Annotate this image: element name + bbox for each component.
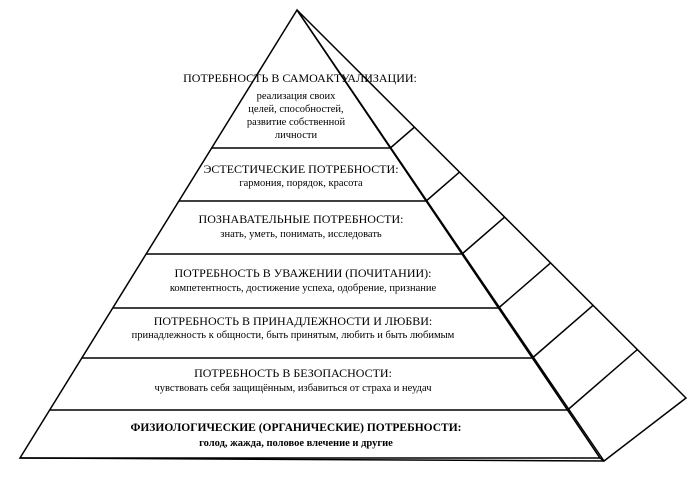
- side-tier-divider: [389, 126, 415, 149]
- pyramid-base-line: [19, 457, 605, 462]
- side-tier-divider: [498, 262, 552, 309]
- level-description: личности: [275, 130, 318, 141]
- level-description: целей, способностей,: [248, 104, 343, 115]
- level-description: реализация своих: [257, 91, 337, 102]
- level-title: ФИЗИОЛОГИЧЕСКИЕ (ОРГАНИЧЕСКИЕ) ПОТРЕБНОС…: [130, 422, 461, 434]
- side-tier-divider: [425, 171, 461, 202]
- level-description: развитие собственной: [247, 117, 346, 128]
- pyramid-level-3: ПОЗНАВАТЕЛЬНЫЕ ПОТРЕБНОСТИ: знать, уметь,…: [199, 212, 404, 240]
- level-title: ПОТРЕБНОСТЬ В САМОАКТУАЛИЗАЦИИ:: [183, 71, 417, 85]
- level-description: компетентность, достижение успеха, одобр…: [170, 283, 437, 294]
- pyramid-level-2: ЭСТЕСТИЧЕСКИЕ ПОТРЕБНОСТИ: гармония, поря…: [203, 162, 398, 189]
- level-description: голод, жажда, половое влечение и другие: [199, 438, 393, 449]
- side-tier-divider: [531, 304, 594, 359]
- side-tier-divider: [461, 216, 506, 255]
- side-tier-divider: [567, 348, 638, 411]
- level-title: ПОЗНАВАТЕЛЬНЫЕ ПОТРЕБНОСТИ:: [199, 212, 404, 226]
- level-title: ПОТРЕБНОСТЬ В УВАЖЕНИИ (ПОЧИТАНИИ):: [175, 266, 432, 280]
- level-title: ПОТРЕБНОСТЬ В БЕЗОПАСНОСТИ:: [194, 366, 392, 380]
- level-description: принадлежность к общности, быть принятым…: [132, 330, 455, 341]
- level-title: ПОТРЕБНОСТЬ В ПРИНАДЛЕЖНОСТИ И ЛЮБВИ:: [154, 314, 433, 328]
- pyramid-level-5: ПОТРЕБНОСТЬ В ПРИНАДЛЕЖНОСТИ И ЛЮБВИ: при…: [132, 314, 455, 341]
- pyramid-level-4: ПОТРЕБНОСТЬ В УВАЖЕНИИ (ПОЧИТАНИИ): компе…: [170, 266, 437, 294]
- pyramid-level-1: ПОТРЕБНОСТЬ В САМОАКТУАЛИЗАЦИИ: реализаци…: [183, 71, 417, 141]
- level-title: ЭСТЕСТИЧЕСКИЕ ПОТРЕБНОСТИ:: [203, 162, 398, 176]
- level-description: чувствовать себя защищённым, избавиться …: [154, 383, 432, 394]
- pyramid-ridge-line: [296, 9, 605, 462]
- pyramid-level-6: ПОТРЕБНОСТЬ В БЕЗОПАСНОСТИ: чувствовать с…: [154, 366, 432, 394]
- level-description: гармония, порядок, красота: [239, 178, 363, 189]
- level-description: знать, уметь, понимать, исследовать: [220, 229, 382, 240]
- pyramid-level-7: ФИЗИОЛОГИЧЕСКИЕ (ОРГАНИЧЕСКИЕ) ПОТРЕБНОС…: [130, 422, 461, 449]
